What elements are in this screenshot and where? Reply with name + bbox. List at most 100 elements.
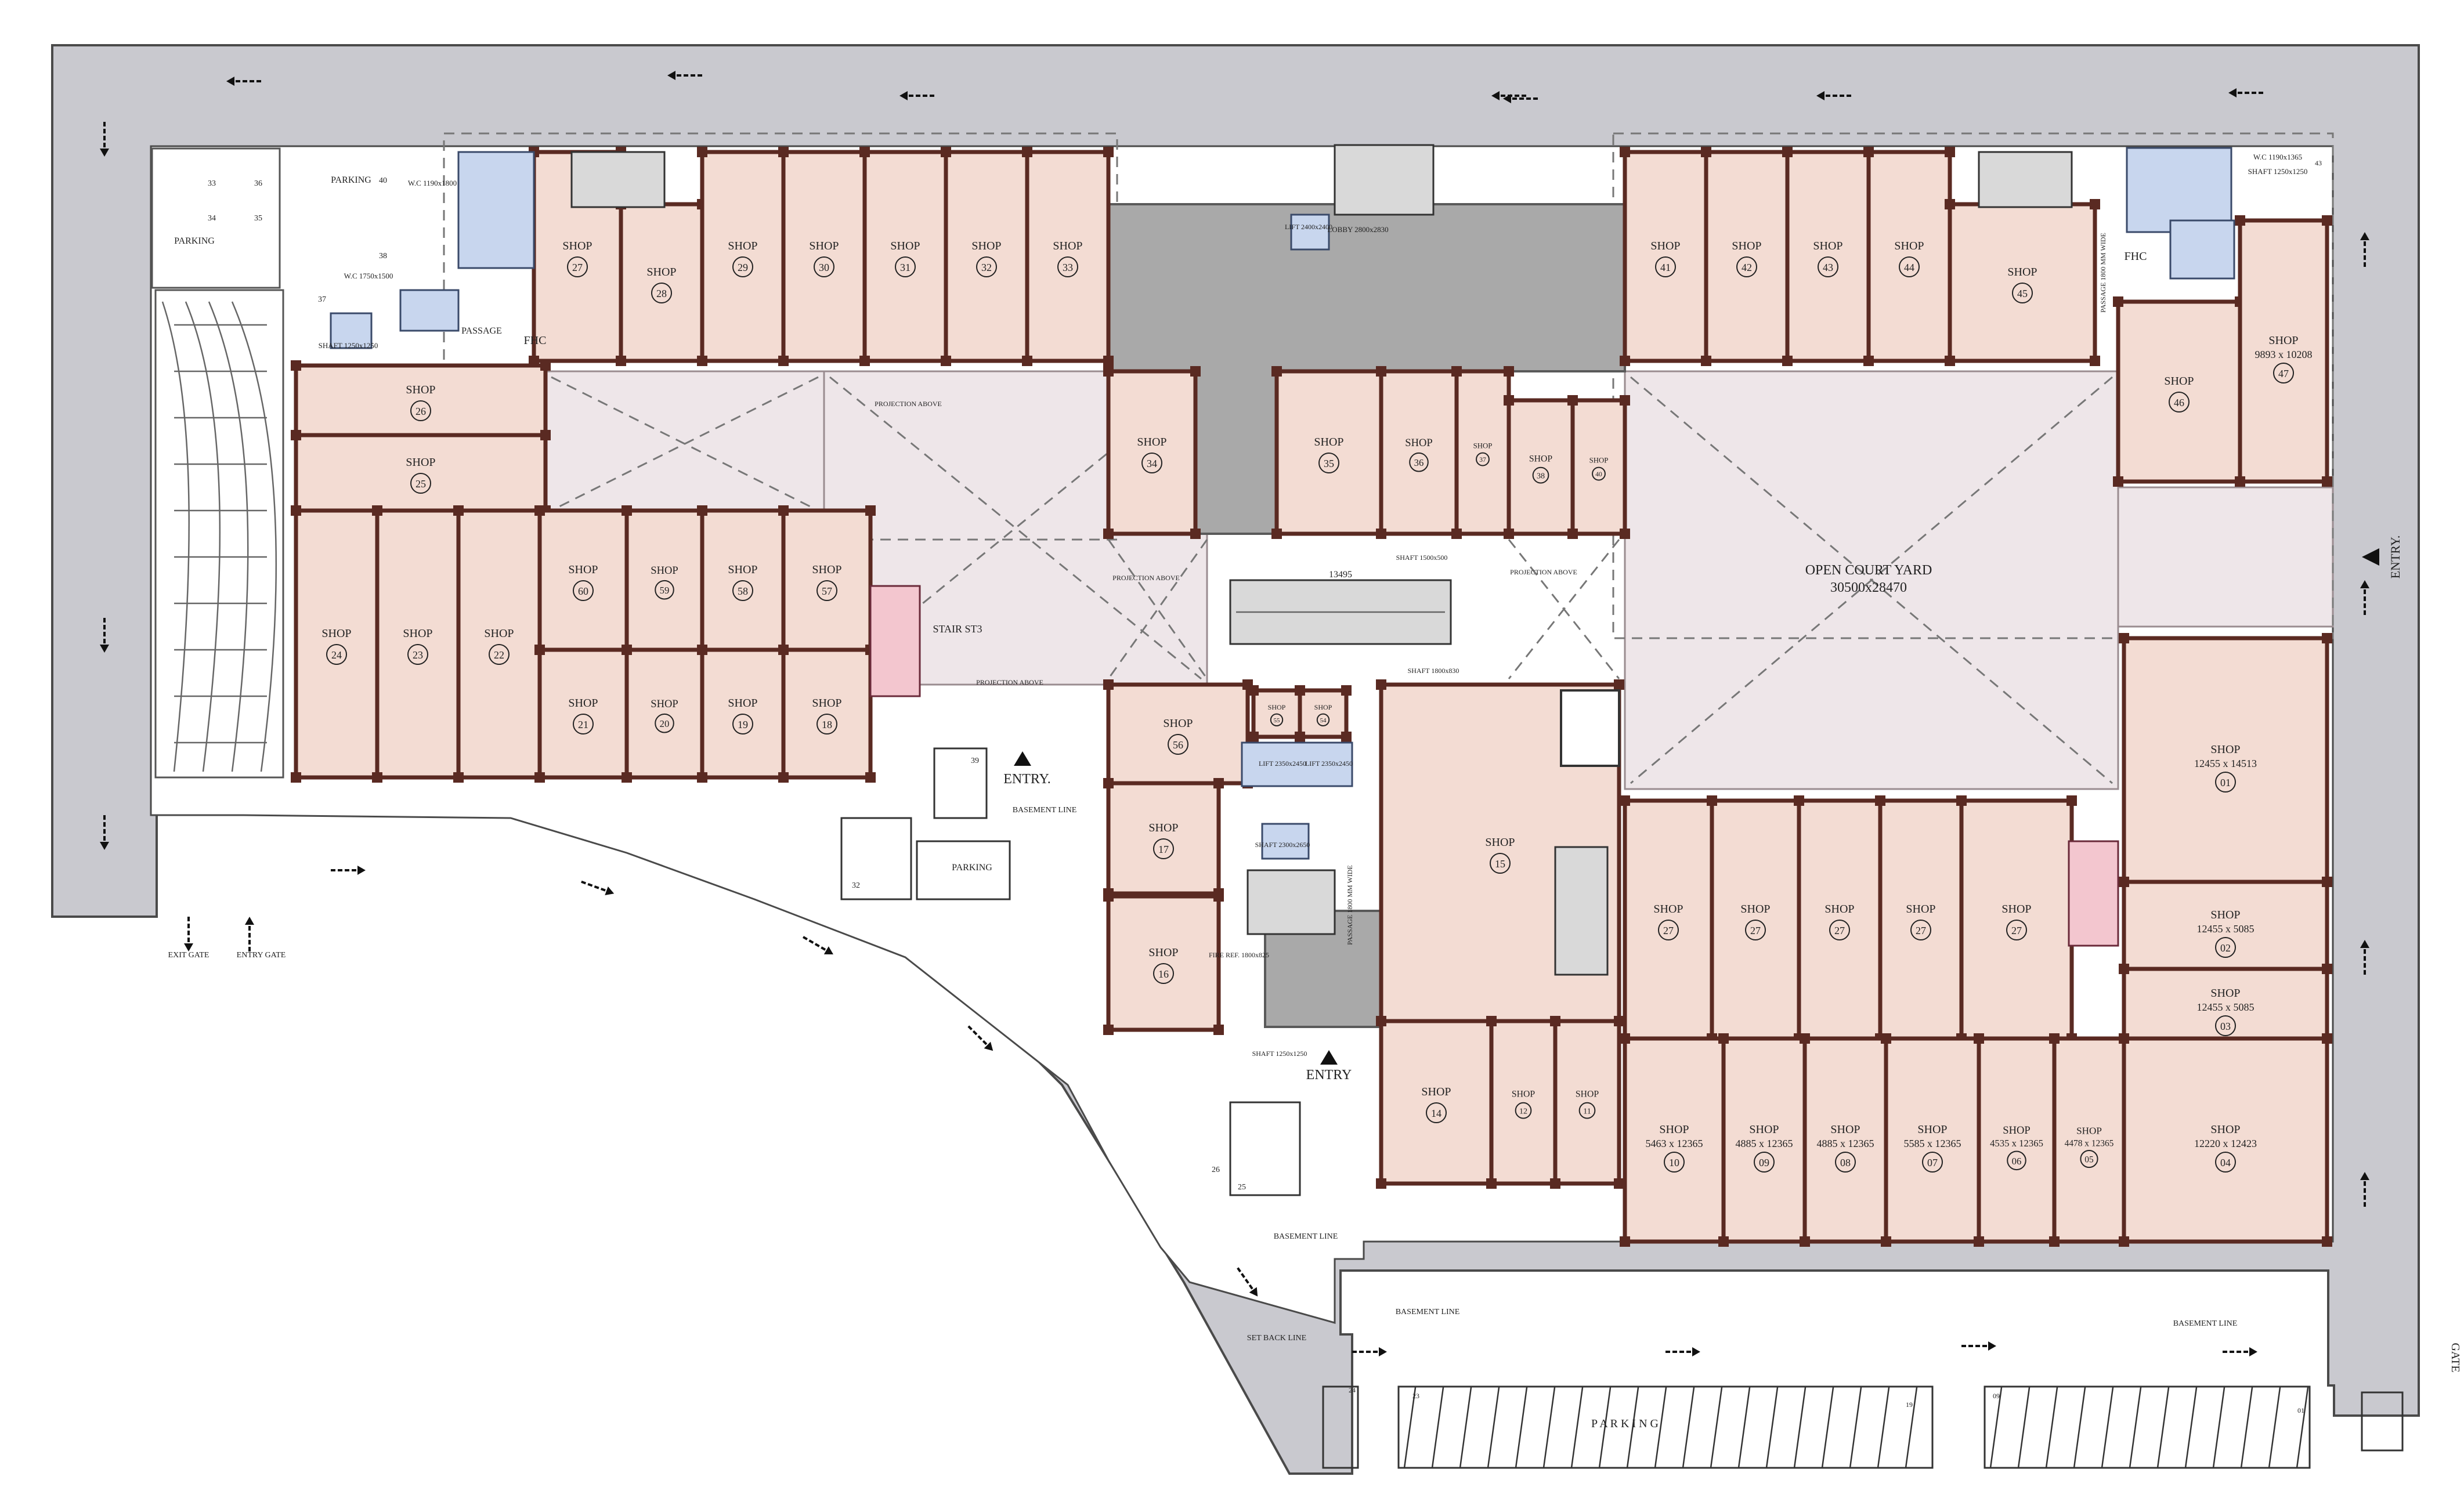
shop-10-size: 5463 x 12365 (1646, 1138, 1703, 1149)
shop-18-label: SHOP (812, 697, 841, 710)
parking-no-38: 38 (379, 252, 387, 260)
shop-10-number: 10 (1669, 1157, 1679, 1168)
shop-35-number: 35 (1324, 458, 1334, 469)
shop-07-number-circle (1922, 1152, 1943, 1173)
entry-south-center: ENTRY (1306, 1068, 1352, 1083)
shop-28-label: SHOP (646, 266, 676, 278)
traffic-arrow (100, 122, 109, 157)
column (1376, 1178, 1386, 1189)
shop-55-number: 55 (1274, 717, 1280, 724)
central-core (1107, 144, 1626, 1028)
shop-17-number: 17 (1158, 844, 1169, 855)
shop-16-number: 16 (1158, 968, 1169, 980)
column (1376, 529, 1386, 539)
shop-26-number: 26 (416, 406, 426, 417)
shop-05-label: SHOP (2076, 1126, 2102, 1137)
shop-02-area (2122, 880, 2329, 971)
passage-right-label: PASSAGE 1800 MM WIDE (2099, 233, 2107, 313)
shop-56-number: 56 (1173, 739, 1183, 751)
column (622, 505, 632, 516)
basement-line-1: BASEMENT LINE (1013, 806, 1077, 815)
shop-27-number-circle (1910, 920, 1931, 940)
shop-04-number-circle (2215, 1152, 2236, 1173)
traffic-arrow (2360, 580, 2369, 615)
parking-ramp-area (151, 147, 284, 779)
passage-c-label: PASSAGE 1800 MM WIDE (1346, 865, 1354, 945)
column (1550, 1178, 1560, 1189)
parking-no-33: 33 (208, 179, 216, 188)
shop-08-number: 08 (1840, 1157, 1851, 1168)
shop-27-label: SHOP (2001, 903, 2031, 916)
shop-23-number: 23 (413, 649, 423, 661)
column (1103, 529, 1114, 539)
parking-stall-line (1626, 1386, 1639, 1468)
shop-02-size: 12455 x 5085 (2197, 923, 2255, 935)
column (2235, 215, 2245, 226)
setback-label: SET BACK LINE (1247, 1334, 1306, 1343)
column (1295, 685, 1305, 696)
entry-left-center: ENTRY. (1003, 772, 1051, 787)
column (1376, 679, 1386, 690)
shop-45-number-circle (2012, 283, 2033, 303)
parking-no-36: 36 (254, 179, 262, 188)
stair-top-right (1978, 151, 2073, 208)
column (1956, 795, 1967, 806)
shop-06-number: 06 (2012, 1156, 2022, 1167)
shop-15-number-circle (1490, 853, 1511, 874)
projection-label-2: PROJECTION ABOVE (1112, 574, 1180, 582)
shop-29-number-circle (732, 256, 753, 277)
gate-label: GATE (2449, 1343, 2462, 1372)
shop-14-number: 14 (1431, 1108, 1441, 1119)
column (1103, 1025, 1114, 1035)
column (865, 505, 876, 516)
shop-05-size: 4478 x 12365 (2065, 1138, 2114, 1148)
projection-label-1: PROJECTION ABOVE (875, 400, 942, 408)
parking-no-39: 39 (971, 757, 979, 765)
shop-23-number-circle (407, 644, 428, 665)
parking-label-left: PARKING (331, 175, 371, 185)
wc-block-left-2 (399, 289, 460, 332)
shop-37-label: SHOP (1473, 442, 1493, 450)
shop-30-number-circle (814, 256, 834, 277)
column (1620, 395, 1630, 406)
shop-41-number: 41 (1660, 262, 1671, 273)
column (1190, 366, 1201, 377)
stair-top-left (570, 151, 666, 208)
column (1103, 679, 1114, 690)
traffic-arrow (1237, 1267, 1258, 1297)
shop-06-label: SHOP (2003, 1124, 2030, 1137)
shaft-mid2-label: SHAFT 1800x830 (1408, 667, 1459, 675)
shop-59-label: SHOP (651, 565, 678, 577)
shop-31-label: SHOP (890, 240, 920, 252)
parking-no-24: 24 (1349, 1386, 1356, 1394)
column (2066, 795, 2077, 806)
shop-46-number-circle (2169, 392, 2190, 413)
column (622, 772, 632, 783)
shop-58-number-circle (732, 580, 753, 601)
shop-59-number-circle (655, 580, 674, 600)
shop-26-label: SHOP (406, 383, 435, 396)
column (697, 645, 707, 655)
shop-24-number: 24 (331, 649, 342, 661)
shop-19-number-circle (732, 714, 753, 734)
parking-no-35: 35 (254, 214, 262, 223)
column (1341, 732, 1352, 742)
parking-stall-line (2073, 1386, 2086, 1468)
shop-27-label: SHOP (562, 240, 592, 252)
shop-60-number-circle (573, 580, 594, 601)
parking-stall-line (2212, 1386, 2225, 1468)
column (1376, 1016, 1386, 1026)
entry-triangle-east (2362, 548, 2379, 566)
column (2235, 476, 2245, 487)
shop-08-label: SHOP (1830, 1123, 1860, 1136)
